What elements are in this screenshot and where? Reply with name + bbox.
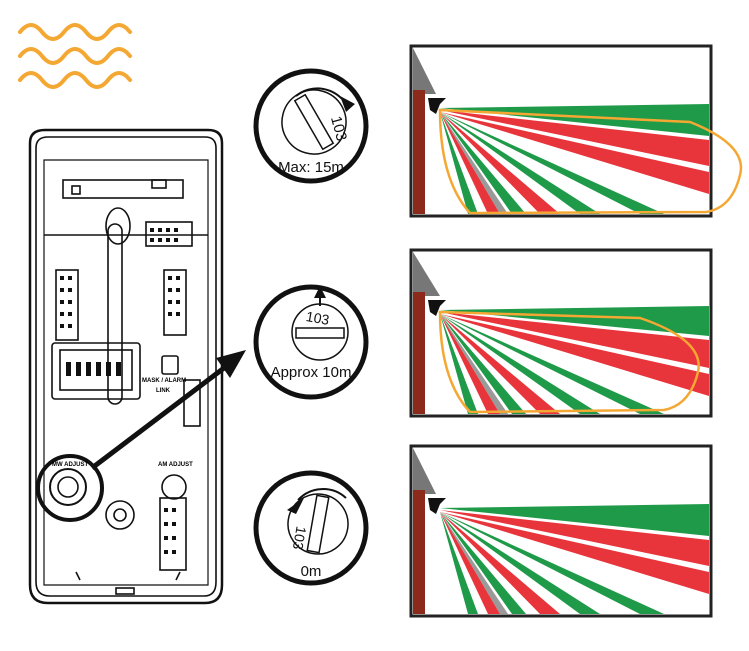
am-adjust-label: AM ADJUST (158, 462, 193, 468)
microwave-waves-icon (18, 23, 132, 89)
dial-approx (253, 284, 369, 400)
mask-alarm-label: MASK / ALARM (142, 378, 187, 384)
pcb-pins (60, 228, 180, 554)
link-label: LINK (156, 388, 170, 394)
dial-max (253, 68, 369, 184)
dial-zero (253, 470, 369, 586)
mw-adjust-highlight (36, 454, 104, 522)
dial-approx-label: Approx 10m (270, 364, 352, 381)
pointer-arrow (90, 350, 246, 470)
coverage-panel-max (409, 44, 743, 218)
dial-max-label: Max: 15m (278, 159, 344, 176)
coverage-panel-zero (409, 444, 713, 618)
coverage-panel-approx (409, 248, 713, 418)
dial-zero-label: 0m (300, 563, 322, 580)
mw-adjust-label: MW ADJUST (52, 462, 89, 468)
detector-device (28, 128, 224, 605)
